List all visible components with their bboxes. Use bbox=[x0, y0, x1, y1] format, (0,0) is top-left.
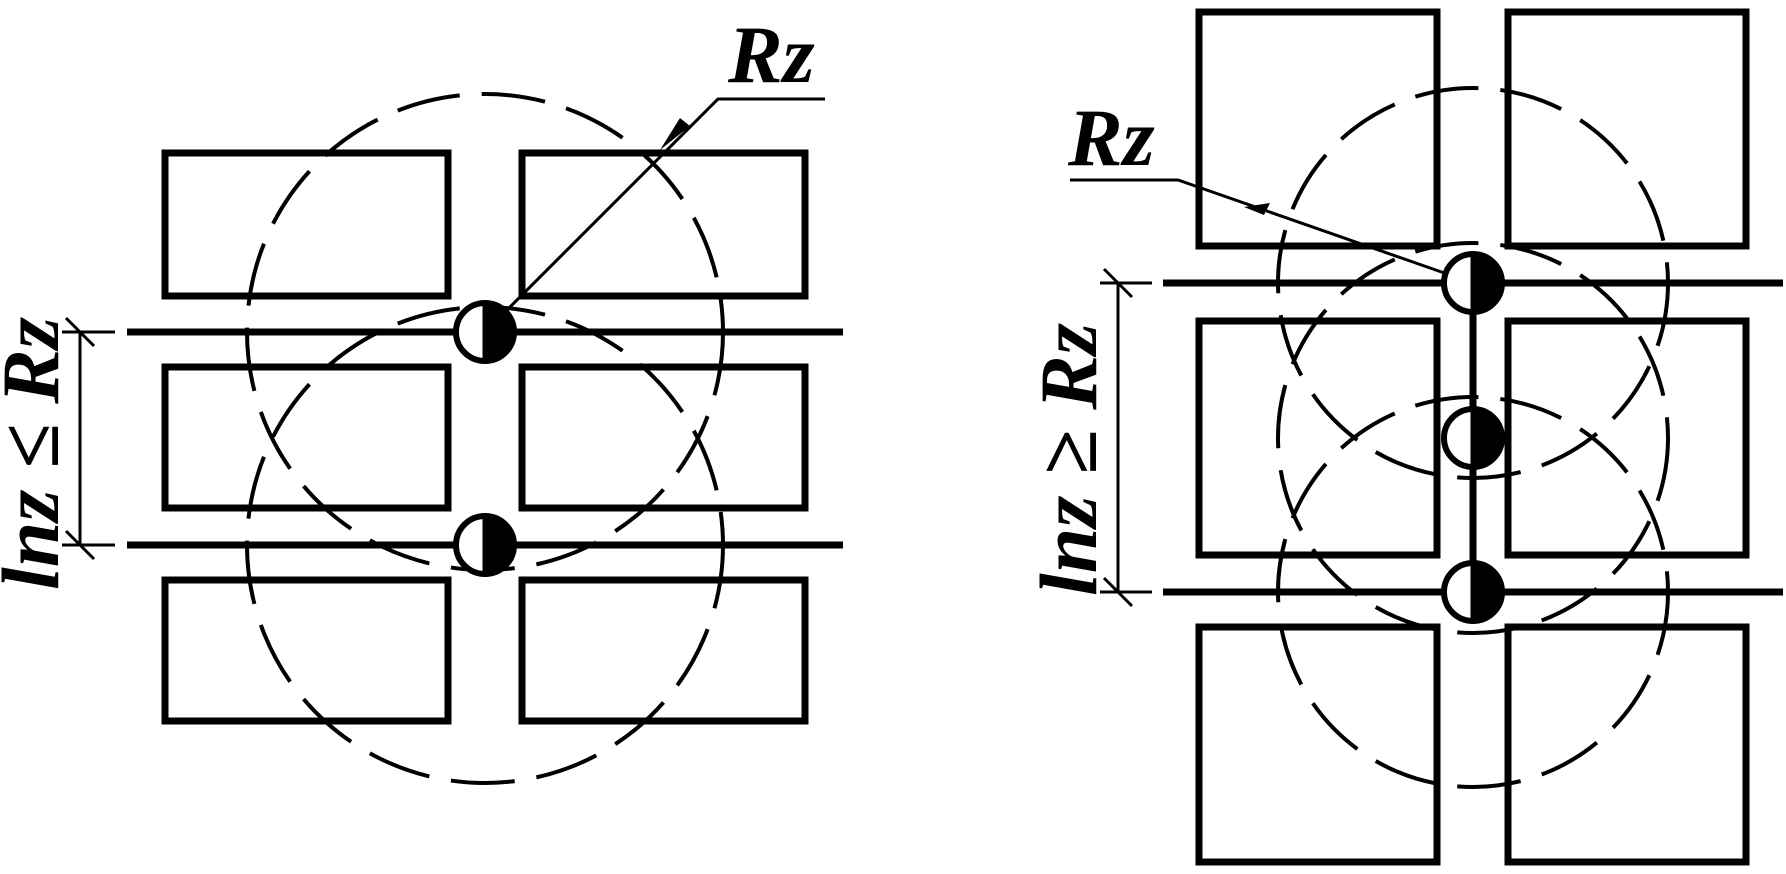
right-cell-r2-right bbox=[1504, 317, 1750, 559]
right-panel: Rz lnz ≥ Rz bbox=[1023, 8, 1783, 866]
right-cell-r3-right bbox=[1504, 623, 1750, 866]
left-dimension bbox=[62, 316, 115, 561]
right-point-lower bbox=[1441, 560, 1505, 624]
left-spacing-label: lnz ≤ Rz bbox=[0, 317, 76, 590]
right-radius-circle-lower bbox=[1276, 395, 1670, 789]
right-radius-label: Rz bbox=[1067, 92, 1155, 183]
right-cell-r2-left bbox=[1195, 317, 1441, 559]
left-cell-mid-right bbox=[518, 363, 809, 512]
right-radius-circle-upper bbox=[1276, 86, 1670, 480]
left-radius-arrowhead bbox=[660, 118, 690, 150]
right-dimension bbox=[1100, 267, 1152, 608]
right-radius-circle-middle bbox=[1276, 241, 1670, 635]
right-spacing-label: lnz ≥ Rz bbox=[1023, 323, 1114, 596]
left-cell-mid-left bbox=[161, 363, 452, 512]
left-point-upper bbox=[453, 300, 517, 364]
left-cell-top-left bbox=[161, 149, 452, 300]
right-cell-r1-left bbox=[1195, 8, 1441, 250]
left-point-lower bbox=[453, 513, 517, 577]
right-point-upper bbox=[1441, 251, 1505, 315]
right-cell-r3-left bbox=[1195, 623, 1441, 866]
left-panel: Rz lnz ≤ Rz bbox=[0, 9, 843, 785]
left-cell-bot-right bbox=[518, 576, 809, 725]
left-cell-bot-left bbox=[161, 576, 452, 725]
right-radius-arrowhead bbox=[1244, 203, 1270, 215]
right-cell-r1-right bbox=[1504, 8, 1750, 250]
right-point-middle bbox=[1441, 406, 1505, 470]
right-radius-leader bbox=[1070, 178, 1474, 285]
left-radius-leader bbox=[483, 97, 825, 334]
left-radius-label: Rz bbox=[727, 9, 815, 100]
